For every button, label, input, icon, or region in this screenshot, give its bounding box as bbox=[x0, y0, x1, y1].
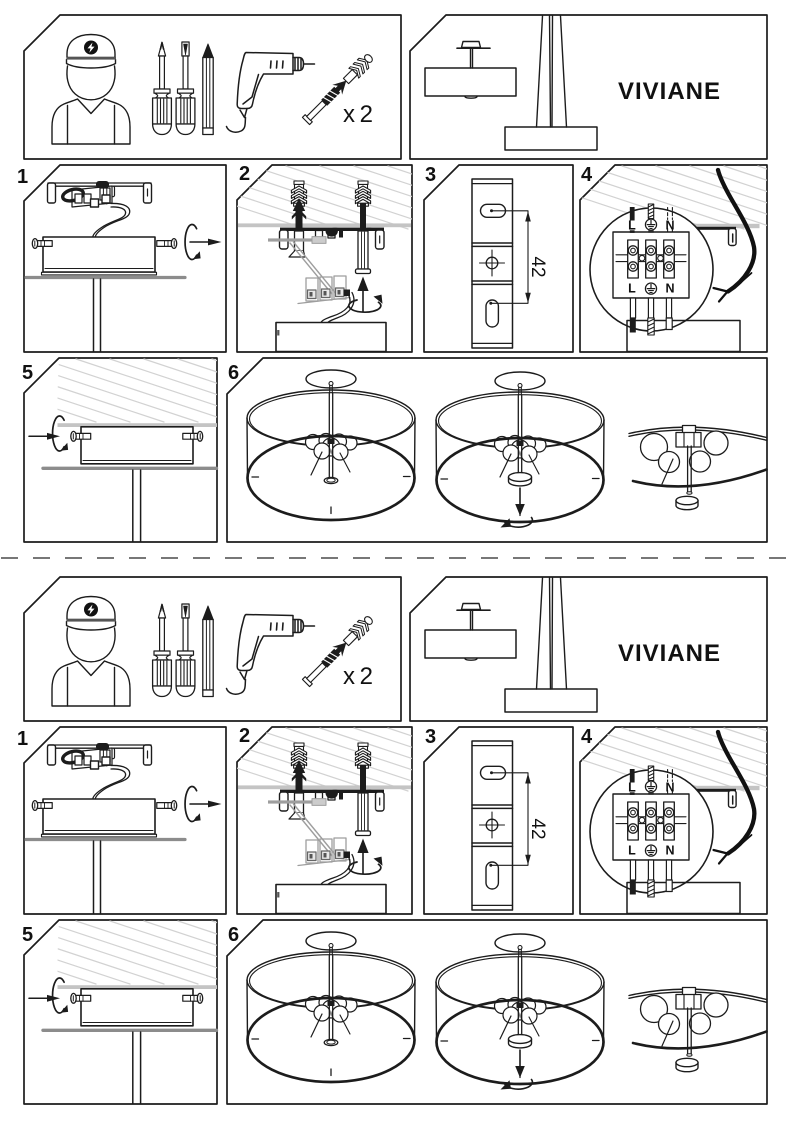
svg-text:5: 5 bbox=[22, 362, 33, 384]
svg-text:2: 2 bbox=[239, 163, 250, 185]
svg-text:42: 42 bbox=[527, 256, 548, 277]
svg-text:1: 1 bbox=[17, 166, 28, 188]
svg-text:3: 3 bbox=[425, 164, 436, 186]
svg-text:6: 6 bbox=[228, 362, 239, 384]
svg-text:N: N bbox=[665, 282, 674, 296]
svg-text:L: L bbox=[628, 282, 636, 296]
svg-text:x 2: x 2 bbox=[343, 101, 373, 128]
svg-text:VIVIANE: VIVIANE bbox=[618, 78, 721, 105]
svg-text:N: N bbox=[665, 219, 674, 233]
svg-text:4: 4 bbox=[581, 164, 593, 186]
svg-text:L: L bbox=[628, 219, 636, 233]
